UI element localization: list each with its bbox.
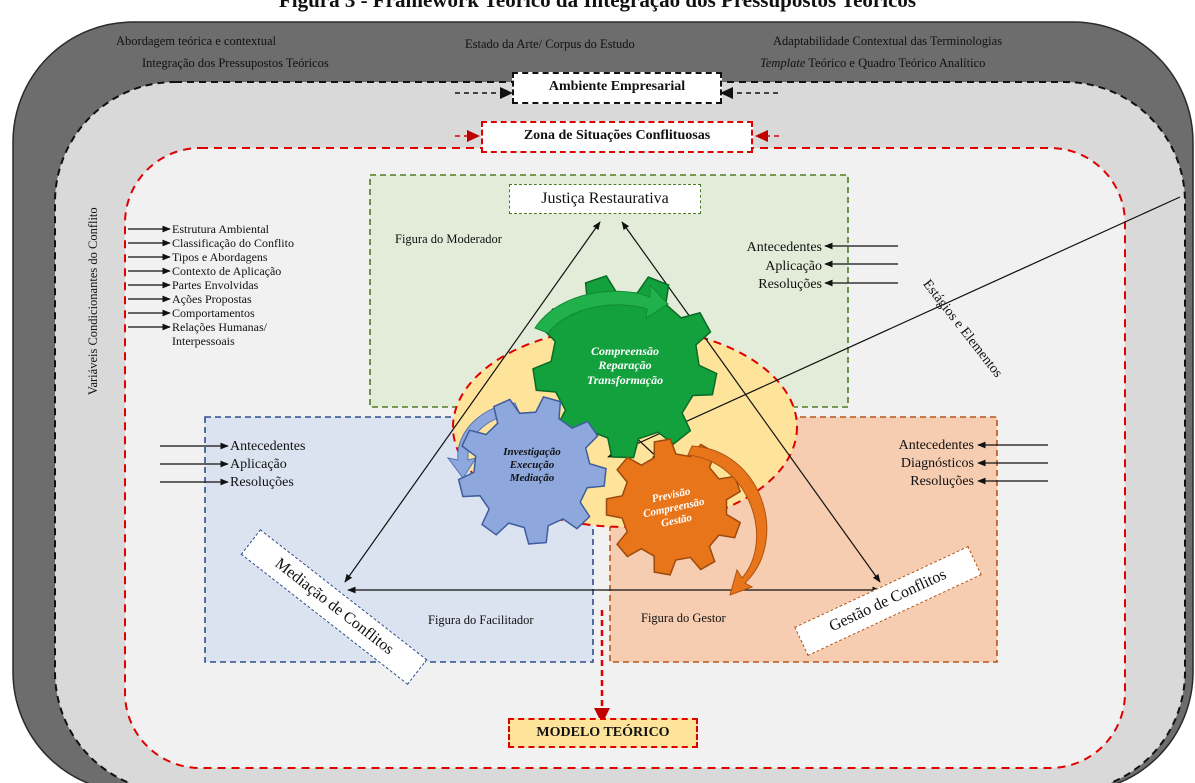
orange-curved-arrow xyxy=(687,445,768,596)
list-item: Ações Propostas xyxy=(172,292,252,306)
header-ambiente: Ambiente Empresarial xyxy=(512,72,722,104)
list-item: Aplicação xyxy=(230,457,287,472)
left-list-arrows xyxy=(128,225,171,331)
orange-figure-label: Figura do Gestor xyxy=(641,611,726,625)
blue-gear xyxy=(457,396,607,545)
gear-text: Mediação xyxy=(509,472,555,485)
list-item: Interpessoais xyxy=(172,334,235,348)
blue-figure-label: Figura do Facilitador xyxy=(428,613,534,627)
header-modelo: MODELO TEÓRICO xyxy=(508,718,698,748)
list-item: Resoluções xyxy=(910,474,974,489)
list-item: Antecedentes xyxy=(230,439,306,454)
left-variables-list: Estrutura Ambiental Classificação do Con… xyxy=(172,222,294,348)
list-item: Resoluções xyxy=(230,475,294,490)
list-item: Contexto de Aplicação xyxy=(172,264,282,278)
stages-arrow xyxy=(607,196,1181,458)
label-abordagem: Abordagem teórica e contextual xyxy=(116,34,276,48)
gear-text: Investigação xyxy=(503,446,561,458)
gear-text: Compreensão xyxy=(590,344,659,358)
label-template: Template Teórico e Quadro Teórico Analít… xyxy=(760,56,986,70)
gear-text: Execução xyxy=(509,459,555,472)
link-justica-mediacao xyxy=(344,221,601,583)
label-variaveis: Variáveis Condicionantes do Conflito xyxy=(85,207,100,396)
blue-gear-label: Investigação Execução Mediação xyxy=(482,446,582,486)
label-estado-arte: Estado da Arte/ Corpus do Estudo xyxy=(465,37,635,51)
list-item: Resoluções xyxy=(758,277,822,292)
gear-text: Reparação xyxy=(598,358,652,373)
blue-items: Antecedentes Aplicação Resoluções xyxy=(230,438,305,492)
green-figure-label: Figura do Moderador xyxy=(395,232,502,246)
label-adaptabilidade: Adaptabilidade Contextual das Terminolog… xyxy=(773,34,1003,48)
list-item: Classificação do Conflito xyxy=(172,236,294,250)
list-item: Comportamentos xyxy=(172,306,255,320)
list-item: Estrutura Ambiental xyxy=(172,222,269,236)
label-integracao: Integração dos Pressupostos Teóricos xyxy=(142,56,329,70)
gear-text: Transformação xyxy=(586,372,664,387)
list-item: Diagnósticos xyxy=(900,456,974,471)
list-item: Relações Humanas/ xyxy=(172,320,267,334)
link-justica-gestao xyxy=(621,221,881,583)
figure-title: Figura 3 - Framework Teórico da Integraç… xyxy=(278,0,917,12)
list-item: Antecedentes xyxy=(746,240,822,255)
green-curved-arrow xyxy=(534,283,669,334)
list-item: Tipos e Abordagens xyxy=(172,250,268,264)
list-item: Partes Envolvidas xyxy=(172,278,259,292)
green-box-title: Justiça Restaurativa xyxy=(509,184,701,214)
list-item: Aplicação xyxy=(765,258,822,274)
green-gear-label: Compreensão Reparação Transformação xyxy=(565,344,685,387)
green-items: Antecedentes Aplicação Resoluções xyxy=(718,239,822,295)
orange-items: Antecedentes Diagnósticos Resoluções xyxy=(860,437,974,491)
green-gear xyxy=(532,274,718,459)
list-item: Antecedentes xyxy=(898,438,974,453)
header-zona: Zona de Situações Conflituosas xyxy=(481,121,753,153)
